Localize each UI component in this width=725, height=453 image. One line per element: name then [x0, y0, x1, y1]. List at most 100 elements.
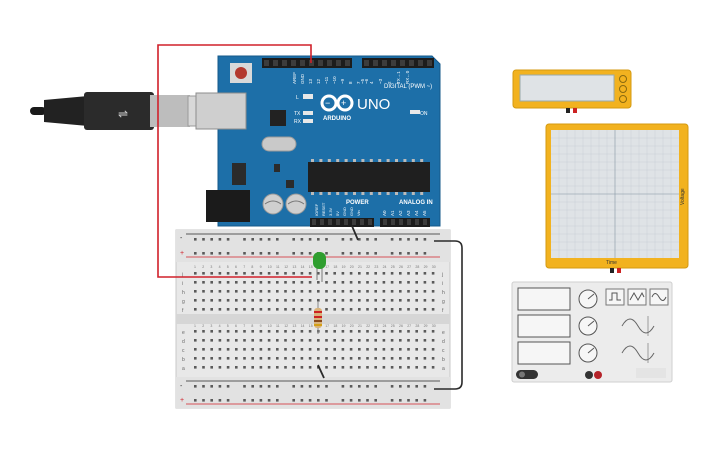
row-letter: j — [181, 272, 183, 278]
column-number: 4 — [219, 265, 221, 269]
rail-plus-label-bottom: + — [180, 397, 184, 404]
column-number: 26 — [399, 265, 403, 269]
breadboard-holes[interactable] — [194, 238, 435, 402]
row-letter: b — [182, 357, 185, 363]
row-letter: h — [442, 290, 445, 296]
column-number: 22 — [366, 324, 370, 328]
row-letter: g — [182, 299, 185, 305]
triangle-wave-button[interactable] — [627, 288, 647, 306]
capacitor-2 — [285, 193, 307, 215]
row-letter: i — [182, 281, 183, 287]
column-number: 19 — [342, 265, 346, 269]
function-generator[interactable] — [511, 281, 673, 383]
rail-plus-label-top: + — [180, 250, 184, 257]
column-number: 27 — [407, 265, 411, 269]
column-number: 8 — [251, 324, 253, 328]
fg-terminal-positive[interactable] — [594, 371, 602, 379]
row-letter: b — [442, 357, 445, 363]
offset-diagram-icon — [621, 345, 655, 361]
analog-pin-label: A0 — [382, 210, 387, 216]
oscilloscope[interactable]: Time Voltage — [545, 123, 689, 273]
sine-wave-icon — [651, 293, 667, 301]
fg-terminal-negative[interactable] — [585, 371, 593, 379]
column-number: 10 — [268, 265, 272, 269]
power-pin-label: 5V — [335, 211, 340, 216]
multimeter-mode-r-icon[interactable] — [619, 95, 627, 103]
column-number: 23 — [374, 265, 378, 269]
column-number: 7 — [243, 324, 245, 328]
column-number: 24 — [383, 324, 387, 328]
multimeter-mode-a-icon[interactable] — [619, 75, 627, 83]
multimeter-probe-black[interactable] — [566, 108, 570, 113]
column-number: 17 — [325, 324, 329, 328]
reset-button[interactable] — [235, 67, 247, 79]
power-pin-label: RESET — [321, 202, 326, 216]
multimeter[interactable] — [512, 69, 632, 113]
on-led — [410, 110, 420, 114]
on-led-label: ON — [420, 111, 428, 117]
multimeter-probe-red[interactable] — [573, 108, 577, 113]
oscilloscope-probe-black[interactable] — [610, 268, 614, 273]
l-led — [303, 94, 313, 99]
analog-pin-label: A3 — [406, 210, 411, 216]
column-number: 4 — [219, 324, 221, 328]
column-number: 30 — [432, 265, 436, 269]
row-letter: a — [442, 366, 445, 372]
oscilloscope-x-label: Time — [606, 260, 617, 266]
pin-label: ~10 — [332, 76, 337, 84]
column-number: 18 — [333, 265, 337, 269]
column-number: 13 — [292, 265, 296, 269]
pin-label: 7 — [356, 81, 361, 84]
multimeter-display — [519, 74, 615, 102]
red-wire[interactable] — [157, 44, 312, 278]
rx-led-label: RX — [294, 119, 302, 125]
row-letter: f — [442, 308, 444, 314]
column-number: 6 — [235, 265, 237, 269]
column-number: 9 — [260, 265, 262, 269]
row-letter: d — [182, 339, 185, 345]
oscilloscope-probe-red[interactable] — [617, 268, 621, 273]
tx-led-label: TX — [294, 111, 301, 117]
column-number: 1 — [194, 324, 196, 328]
pin-label: RX←0 — [405, 70, 410, 84]
column-number: 18 — [333, 324, 337, 328]
row-letter: e — [442, 330, 445, 336]
pin-label: 13 — [308, 78, 313, 84]
black-wire-gnd[interactable] — [351, 225, 359, 241]
pin-label: GND — [300, 73, 305, 84]
multimeter-mode-v-icon[interactable] — [619, 85, 627, 93]
row-letter: c — [442, 348, 445, 354]
row-letter: e — [182, 330, 185, 336]
pin-label: ~6 — [364, 78, 369, 84]
black-wire-resistor[interactable] — [317, 364, 325, 379]
row-letter: c — [182, 348, 185, 354]
pin-label: ~5 — [360, 78, 365, 84]
black-wire-rail[interactable] — [434, 240, 463, 390]
digital-header-label: DIGITAL (PWM ~) — [384, 84, 432, 90]
resistor[interactable] — [314, 302, 322, 334]
pin-label: TX→1 — [396, 71, 401, 84]
power-pin-label: Vin — [356, 210, 361, 216]
column-number: 15 — [309, 265, 313, 269]
pin-label: AREF — [292, 72, 297, 84]
pin-label: ~11 — [324, 76, 329, 84]
column-number: 7 — [243, 265, 245, 269]
atmega-chip — [308, 162, 430, 192]
square-wave-button[interactable] — [605, 288, 625, 306]
green-led[interactable] — [313, 252, 326, 282]
column-number: 15 — [309, 324, 313, 328]
row-letter: d — [442, 339, 445, 345]
analog-pin-label: A2 — [398, 210, 403, 216]
fg-amplitude-display — [517, 314, 571, 338]
column-number: 14 — [301, 265, 305, 269]
brand-label: ARDUINO — [323, 116, 351, 122]
pin-label: ~9 — [340, 78, 345, 84]
oscilloscope-y-label: Voltage — [680, 188, 686, 205]
column-number: 14 — [301, 324, 305, 328]
amplitude-diagram-icon — [621, 318, 655, 334]
board-model-label: UNO — [357, 96, 390, 113]
power-pin-label: GND — [342, 207, 347, 216]
column-number: 5 — [227, 324, 229, 328]
